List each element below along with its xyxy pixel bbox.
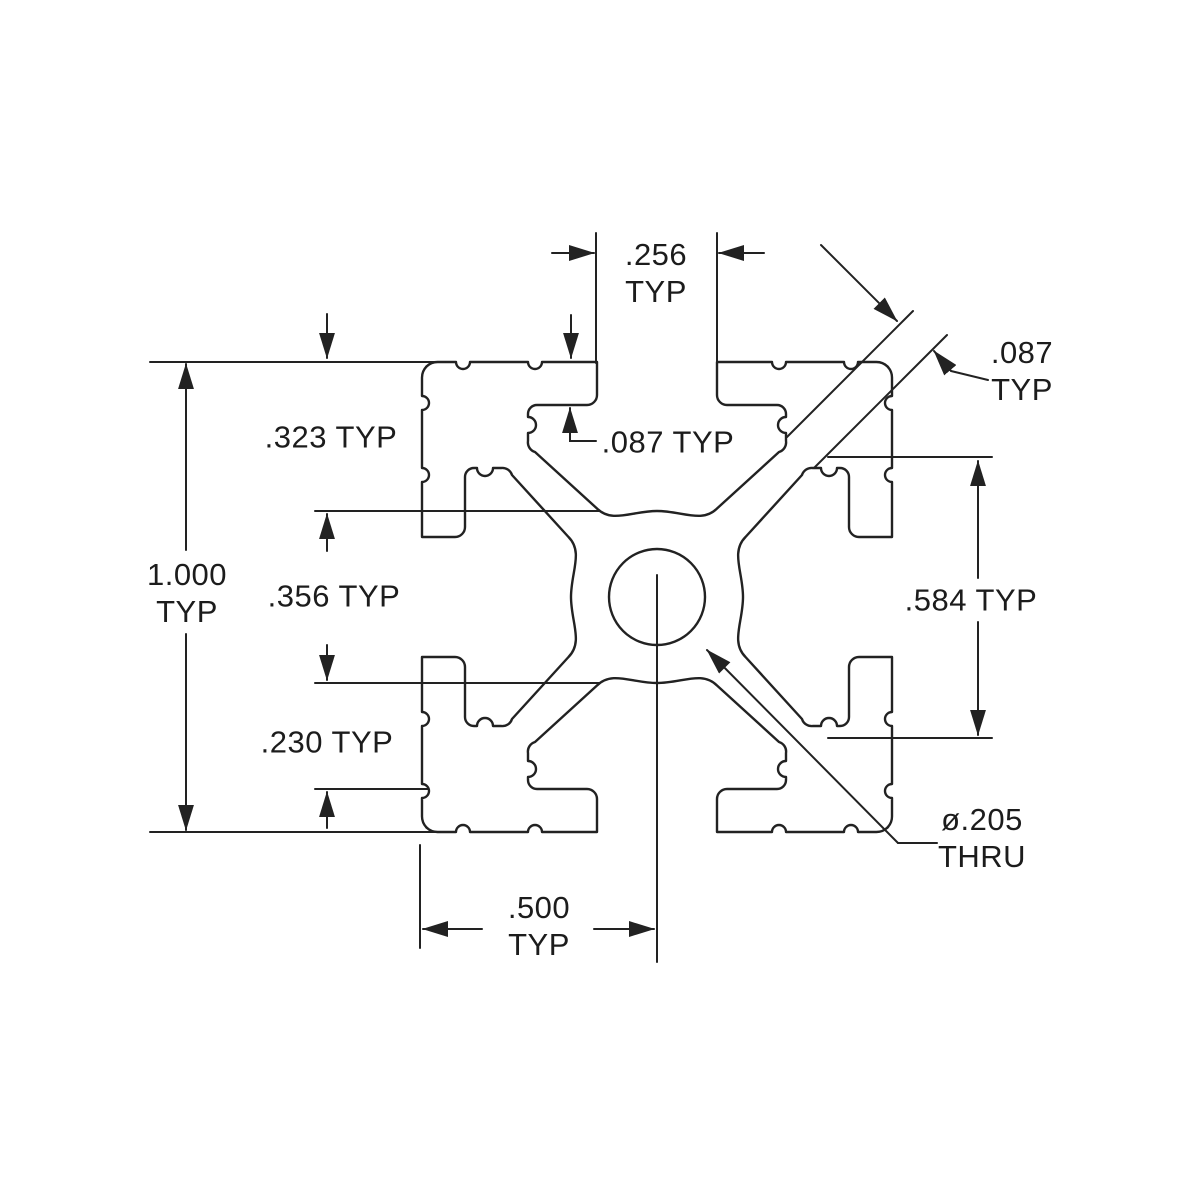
dim-center-boss-label: .356 TYP [268,578,401,615]
ext-diag-web-lower [813,334,948,469]
dim-center-boss-text: .356 TYP [267,578,401,614]
profile-quarter-path [425,360,889,518]
dim-diag-wall-qualifier: TYP [991,372,1053,407]
hole-leader-arrow [706,649,899,844]
dim-slot-width-value: .256 [624,237,688,272]
dim-slot-width-qualifier: TYP [625,274,687,309]
dim-slot-width-label: .256 TYP [625,236,687,310]
diag-wall-leader-tail [950,370,989,381]
dim-lip-boss-text: .230 TYP [260,724,394,760]
dim-lip-leader [569,437,597,442]
dim-overall-label: 1.000 TYP [147,556,227,630]
dim-slot-depth-text: .323 TYP [264,419,398,455]
dim-diag-wall-label: .087 TYP [991,334,1053,408]
dim-thru-hole-value: ø.205 [941,802,1023,837]
dim-lip-thickness-label: .087 TYP [602,424,735,461]
dim-thru-hole-qualifier: THRU [937,839,1027,874]
dim-half-width-label: .500 TYP [508,889,570,963]
dim-diag-wall-value: .087 [990,335,1054,370]
diag-wall-arrow-upper [820,244,898,322]
dimension-lines [149,232,993,963]
diag-wall-arrow-lower [933,350,957,376]
dim-half-width-value: .500 [507,890,571,925]
dim-overall-value: 1.000 [146,557,228,592]
dim-lip-thickness-text: .087 TYP [601,424,735,460]
dim-lip-boss-label: .230 TYP [261,724,394,761]
dim-right-span-text: .584 TYP [904,582,1038,618]
dim-slot-depth-label: .323 TYP [265,419,398,456]
dim-overall-qualifier: TYP [156,594,218,629]
dim-thru-hole-label: ø.205 THRU [938,801,1026,875]
ext-diag-web-upper [786,310,914,438]
dim-half-width-qualifier: TYP [508,927,570,962]
dim-right-span-label: .584 TYP [905,582,1038,619]
